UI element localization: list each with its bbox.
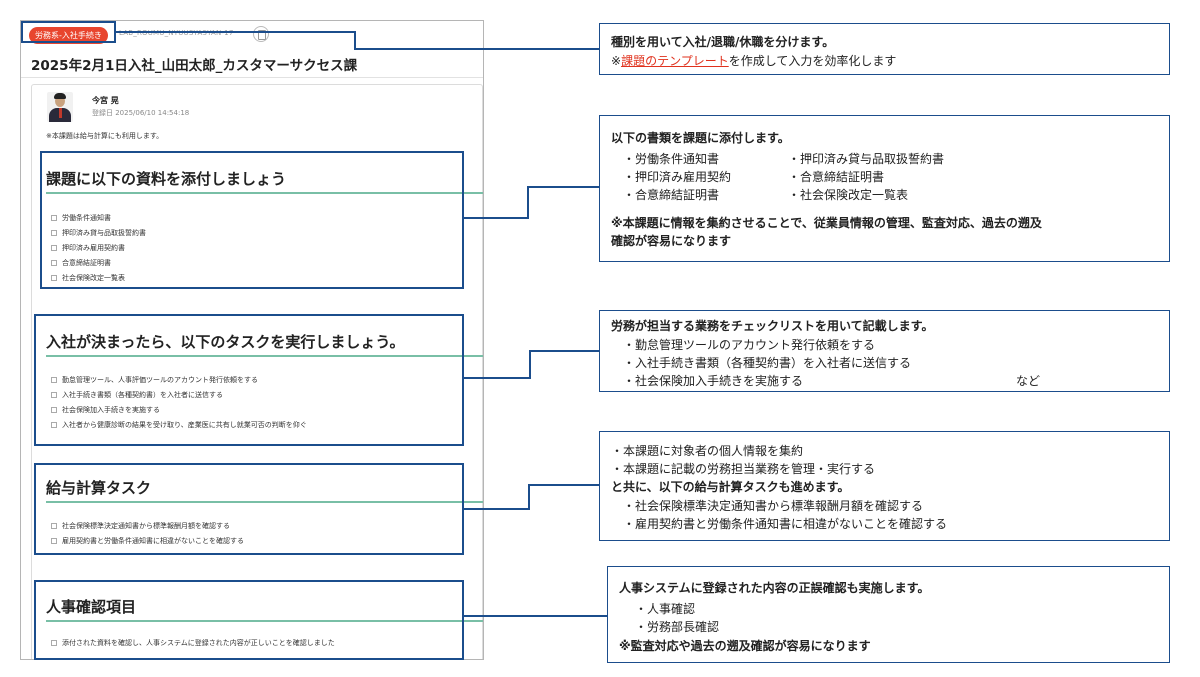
callout-item: ・社会保険標準決定通知書から標準報酬月額を確認する bbox=[623, 499, 924, 513]
callout-item: ・雇用契約書と労働条件通知書に相違がないことを確認する bbox=[623, 517, 948, 531]
callout-item: ・合意締結証明書 bbox=[623, 188, 720, 202]
connector-line bbox=[354, 31, 356, 49]
section-divider bbox=[46, 192, 483, 194]
task-title: 2025年2月1日入社_山田太郎_カスタマーサクセス課 bbox=[31, 58, 358, 74]
section-title: 給与計算タスク bbox=[46, 479, 152, 497]
section-divider bbox=[46, 501, 483, 503]
checkbox[interactable] bbox=[51, 215, 57, 221]
checklist-item[interactable]: 合意締結証明書 bbox=[51, 258, 111, 268]
callout-item: ・本課題に対象者の個人情報を集約 bbox=[611, 444, 804, 458]
task-note: ※本課題は給与計算にも利用します。 bbox=[46, 132, 164, 140]
connector-line bbox=[527, 186, 599, 188]
checkbox[interactable] bbox=[51, 245, 57, 251]
callout-heading: と共に、以下の給与計算タスクも進めます。 bbox=[611, 480, 850, 494]
checkbox[interactable] bbox=[51, 407, 57, 413]
highlight-section-3 bbox=[34, 463, 464, 555]
callout-note: ※課題のテンプレートを作成して入力を効率化します bbox=[611, 54, 897, 68]
callout-note: ※本課題に情報を集約させることで、従業員情報の管理、監査対応、過去の遡及 bbox=[611, 216, 1042, 230]
connector-line bbox=[528, 484, 599, 486]
connector-line bbox=[529, 350, 599, 352]
section-divider bbox=[46, 355, 483, 357]
checkbox[interactable] bbox=[51, 640, 57, 646]
connector-line bbox=[464, 615, 607, 617]
callout-heading: 種別を用いて入社/退職/休職を分けます。 bbox=[611, 35, 835, 49]
callout-item: ・合意締結証明書 bbox=[788, 170, 885, 184]
checkbox[interactable] bbox=[51, 523, 57, 529]
author-name: 今宮 晃 bbox=[92, 96, 119, 105]
connector-line bbox=[464, 217, 528, 219]
title-divider bbox=[21, 77, 483, 78]
checklist-item[interactable]: 入社手続き書類（各種契約書）を入社者に送信する bbox=[51, 390, 223, 400]
callout-item: ・入社手続き書類（各種契約書）を入社者に送信する bbox=[623, 356, 912, 370]
callout-etc: など bbox=[1016, 374, 1041, 388]
highlight-tag bbox=[21, 21, 116, 43]
callout-category: 種別を用いて入社/退職/休職を分けます。 ※課題のテンプレートを作成して入力を効… bbox=[599, 23, 1170, 75]
callout-item: ・労働条件通知書 bbox=[623, 152, 720, 166]
callout-heading: 以下の書類を課題に添付します。 bbox=[611, 131, 790, 145]
checklist-item[interactable]: 労働条件通知書 bbox=[51, 213, 111, 223]
callout-item: ・押印済み雇用契約 bbox=[623, 170, 732, 184]
checklist-item[interactable]: 添付された資料を確認し、人事システムに登録された内容が正しいことを確認しました bbox=[51, 638, 335, 648]
connector-line bbox=[529, 350, 531, 379]
template-link[interactable]: 課題のテンプレート bbox=[621, 54, 729, 68]
callout-heading: 労務が担当する業務をチェックリストを用いて記載します。 bbox=[611, 319, 934, 333]
checkbox[interactable] bbox=[51, 422, 57, 428]
avatar bbox=[47, 92, 73, 122]
highlight-section-1 bbox=[40, 151, 464, 289]
callout-hr-check: 人事システムに登録された内容の正誤確認も実施します。 ・人事確認 ・労務部長確認… bbox=[607, 566, 1170, 663]
checkbox[interactable] bbox=[51, 275, 57, 281]
callout-note: 確認が容易になります bbox=[611, 234, 732, 248]
section-title: 課題に以下の資料を添付しましょう bbox=[46, 170, 287, 188]
section-divider bbox=[46, 620, 483, 622]
checkbox[interactable] bbox=[51, 392, 57, 398]
checklist-item[interactable]: 社会保険改定一覧表 bbox=[51, 273, 125, 283]
callout-item: ・労務部長確認 bbox=[635, 620, 720, 634]
callout-note: ※監査対応や過去の遡及確認が容易になります bbox=[619, 639, 871, 653]
callout-checklist: 労務が担当する業務をチェックリストを用いて記載します。 ・勤怠管理ツールのアカウ… bbox=[599, 310, 1170, 392]
callout-payroll: ・本課題に対象者の個人情報を集約 ・本課題に記載の労務担当業務を管理・実行する … bbox=[599, 431, 1170, 541]
connector-line bbox=[464, 508, 529, 510]
highlight-section-4 bbox=[34, 580, 464, 660]
callout-item: ・社会保険加入手続きを実施する bbox=[623, 374, 804, 388]
callout-item: ・社会保険改定一覧表 bbox=[788, 188, 909, 202]
registered-date: 登録日 2025/06/10 14:54:18 bbox=[92, 109, 190, 117]
checkbox[interactable] bbox=[51, 377, 57, 383]
checklist-item[interactable]: 押印済み雇用契約書 bbox=[51, 243, 125, 253]
checklist-item[interactable]: 入社者から健康診断の結果を受け取り、産業医に共有し就業可否の判断を仰ぐ bbox=[51, 420, 307, 430]
callout-heading: 人事システムに登録された内容の正誤確認も実施します。 bbox=[619, 581, 930, 595]
task-body: 今宮 晃 登録日 2025/06/10 14:54:18 ※本課題は給与計算にも… bbox=[31, 84, 483, 659]
copy-icon[interactable] bbox=[253, 26, 269, 42]
highlight-section-2 bbox=[34, 314, 464, 446]
checklist-item[interactable]: 社会保険加入手続きを実施する bbox=[51, 405, 160, 415]
connector-line bbox=[528, 484, 530, 510]
checklist-item[interactable]: 勤怠管理ツール、人事評価ツールのアカウント発行依頼をする bbox=[51, 375, 258, 385]
checkbox[interactable] bbox=[51, 538, 57, 544]
callout-item: ・本課題に記載の労務担当業務を管理・実行する bbox=[611, 462, 876, 476]
checklist-item[interactable]: 押印済み貸与品取扱誓約書 bbox=[51, 228, 146, 238]
checklist-item[interactable]: 雇用契約書と労働条件通知書に相違がないことを確認する bbox=[51, 536, 244, 546]
callout-item: ・勤怠管理ツールのアカウント発行依頼をする bbox=[623, 338, 876, 352]
connector-line bbox=[116, 31, 355, 33]
connector-line bbox=[464, 377, 530, 379]
callout-attachments: 以下の書類を課題に添付します。 ・労働条件通知書 ・押印済み雇用契約 ・合意締結… bbox=[599, 115, 1170, 262]
callout-item: ・人事確認 bbox=[635, 602, 696, 616]
checkbox[interactable] bbox=[51, 230, 57, 236]
connector-line bbox=[354, 48, 599, 50]
checklist-item[interactable]: 社会保険標準決定通知書から標準報酬月額を確認する bbox=[51, 521, 230, 531]
category-tag[interactable]: 労務系-入社手続き bbox=[29, 27, 108, 44]
connector-line bbox=[527, 186, 529, 219]
checkbox[interactable] bbox=[51, 260, 57, 266]
callout-item: ・押印済み貸与品取扱誓約書 bbox=[788, 152, 945, 166]
section-title: 入社が決まったら、以下のタスクを実行しましょう。 bbox=[46, 333, 405, 351]
ticket-code: LAB_ROUMU_NYUUSYASYAN-17 bbox=[119, 29, 234, 37]
section-title: 人事確認項目 bbox=[46, 598, 137, 616]
